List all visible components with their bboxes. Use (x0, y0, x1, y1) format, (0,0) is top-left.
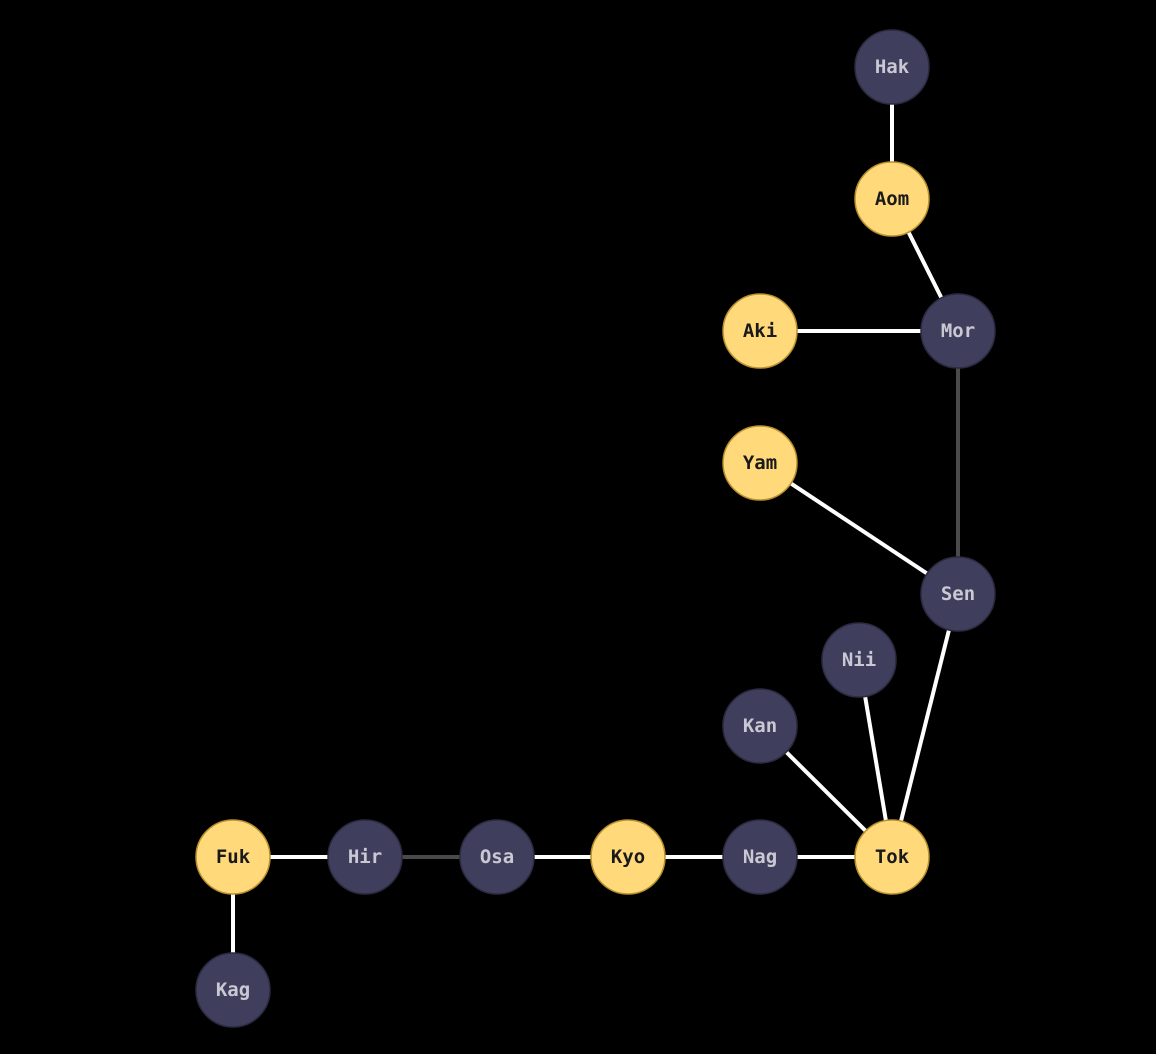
node-circle-aom (854, 161, 930, 237)
node-hak: Hak (854, 29, 930, 105)
node-circle-nii (821, 622, 897, 698)
node-label-nag: Nag (743, 846, 777, 868)
node-hir: Hir (327, 819, 403, 895)
node-circle-tok (854, 819, 930, 895)
node-circle-mor (920, 293, 996, 369)
node-kyo: Kyo (590, 819, 666, 895)
node-osa: Osa (459, 819, 535, 895)
node-circle-kag (195, 952, 271, 1028)
node-circle-kyo (590, 819, 666, 895)
node-label-mor: Mor (941, 320, 975, 342)
node-nag: Nag (722, 819, 798, 895)
node-label-hir: Hir (348, 846, 382, 868)
node-label-fuk: Fuk (216, 846, 251, 868)
node-circle-hak (854, 29, 930, 105)
node-circle-nag (722, 819, 798, 895)
node-tok: Tok (854, 819, 930, 895)
node-label-aki: Aki (743, 320, 777, 342)
node-circle-kan (722, 688, 798, 764)
node-sen: Sen (920, 556, 996, 632)
node-label-yam: Yam (743, 452, 777, 474)
node-label-hak: Hak (875, 56, 910, 78)
edge-sen-tok (890, 593, 960, 858)
node-label-tok: Tok (875, 846, 910, 868)
node-label-kan: Kan (743, 715, 777, 737)
node-label-kyo: Kyo (611, 846, 645, 868)
node-circle-fuk (195, 819, 271, 895)
node-label-aom: Aom (875, 188, 909, 210)
node-mor: Mor (920, 293, 996, 369)
node-label-sen: Sen (941, 583, 975, 605)
node-yam: Yam (722, 425, 798, 501)
node-label-kag: Kag (216, 979, 250, 1001)
node-kag: Kag (195, 952, 271, 1028)
node-aki: Aki (722, 293, 798, 369)
node-circle-yam (722, 425, 798, 501)
node-circle-sen (920, 556, 996, 632)
node-circle-aki (722, 293, 798, 369)
node-label-nii: Nii (842, 649, 876, 671)
edge-yam-sen (758, 461, 960, 596)
node-label-osa: Osa (480, 846, 514, 868)
node-circle-hir (327, 819, 403, 895)
node-circle-osa (459, 819, 535, 895)
node-kan: Kan (722, 688, 798, 764)
node-fuk: Fuk (195, 819, 271, 895)
node-aom: Aom (854, 161, 930, 237)
node-nii: Nii (821, 622, 897, 698)
